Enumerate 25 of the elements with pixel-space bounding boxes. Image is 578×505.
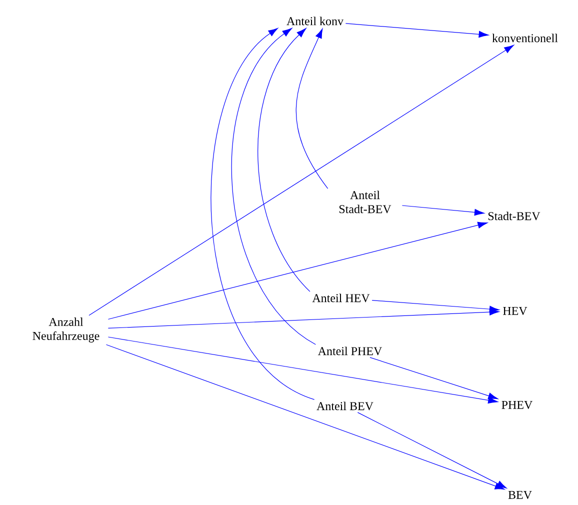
variable-label: Anzahl Neufahrzeuge bbox=[32, 318, 100, 342]
arrow bbox=[345, 23, 489, 38]
variable-label: Anteil PHEV bbox=[318, 346, 382, 356]
variable-label: PHEV bbox=[502, 400, 533, 410]
variable-label: Anteil HEV bbox=[312, 294, 370, 302]
arrow bbox=[357, 412, 507, 488]
arrow bbox=[402, 205, 484, 216]
arrow bbox=[372, 300, 500, 312]
arrow bbox=[296, 28, 328, 189]
arrow bbox=[370, 357, 498, 400]
arrow bbox=[258, 28, 310, 292]
arrow bbox=[88, 44, 514, 316]
variable-label: konventionell bbox=[492, 34, 558, 42]
arrow bbox=[210, 28, 315, 400]
arrow bbox=[108, 222, 488, 320]
arrow bbox=[108, 336, 498, 404]
variable-label: Stadt-BEV bbox=[488, 212, 540, 220]
variable-label: Anteil Stadt-BEV bbox=[339, 190, 392, 214]
variable-label: Anteil BEV bbox=[316, 402, 374, 410]
variable-label: Anteil konv bbox=[286, 16, 344, 26]
arrow bbox=[108, 308, 500, 329]
arrow bbox=[106, 344, 505, 490]
variable-label: HEV bbox=[503, 306, 528, 316]
arrow bbox=[231, 28, 316, 345]
variable-label: BEV bbox=[508, 490, 532, 500]
